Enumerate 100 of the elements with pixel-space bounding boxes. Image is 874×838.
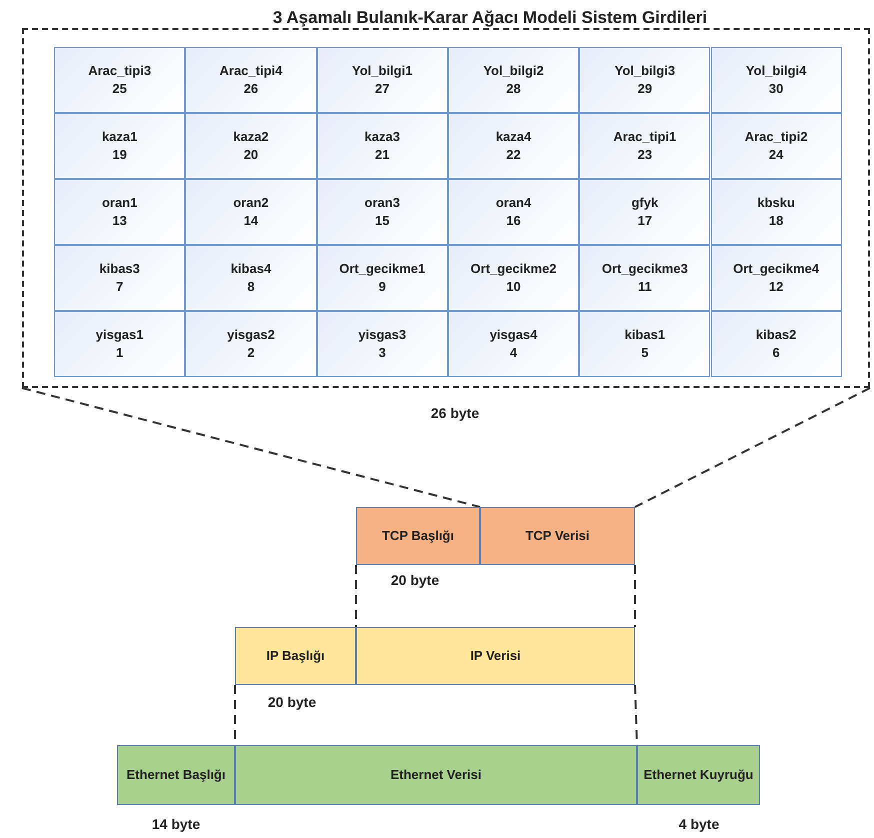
table-cell [710, 311, 842, 377]
variable-name: Ort_gecikme4 [733, 260, 820, 278]
variable-number: 19 [112, 146, 127, 164]
variable-name: oran4 [496, 194, 532, 212]
variable-name: kibas2 [756, 326, 796, 344]
variable-name: Yol_bilgi4 [746, 62, 806, 80]
variable-number: 30 [768, 80, 784, 98]
packet-field [480, 507, 635, 565]
table-cell [448, 311, 580, 377]
table-cell [579, 245, 710, 311]
variable-name: kaza4 [496, 128, 532, 146]
variable-name: Arac_tipi3 [88, 62, 152, 80]
variable-number: 21 [375, 146, 390, 164]
table-cell [54, 245, 186, 311]
field-label: TCP Başlığı [382, 527, 454, 545]
packet-field [117, 745, 235, 805]
field-label: IP Başlığı [266, 647, 325, 665]
variable-number: 4 [510, 344, 518, 362]
field-label: Ethernet Kuyruğu [644, 766, 754, 784]
variable-number: 28 [506, 80, 521, 98]
field-label: Ethernet Başlığı [126, 766, 226, 784]
variable-name: Yol_bilgi3 [614, 62, 676, 80]
byte-size-label: 4 byte [678, 816, 720, 832]
packet-field [235, 745, 637, 805]
variable-number: 11 [638, 278, 652, 296]
variable-number: 12 [768, 278, 784, 296]
table-cell [316, 113, 448, 179]
variable-number: 26 [244, 80, 258, 98]
variable-name: kibas4 [230, 260, 272, 278]
variable-name: Yol_bilgi2 [483, 62, 544, 80]
variable-number: 23 [638, 146, 652, 164]
variable-name: yisgas4 [490, 326, 538, 344]
projection-line [634, 565, 636, 627]
table-cell [316, 179, 448, 245]
variable-name: kaza2 [233, 128, 269, 146]
table-cell [579, 311, 710, 377]
variable-name: oran1 [102, 194, 138, 212]
table-cell [579, 47, 710, 113]
byte-size-label: 14 byte [152, 816, 200, 832]
field-label: IP Verisi [470, 647, 521, 665]
variable-number: 1 [116, 344, 124, 362]
table-cell [710, 245, 842, 311]
variable-number: 2 [247, 344, 255, 362]
variable-number: 24 [768, 146, 784, 164]
packet-field [356, 627, 635, 685]
variable-number: 17 [638, 212, 652, 230]
table-cell [185, 113, 317, 179]
variable-name: yisgas2 [227, 326, 275, 344]
variable-name: gfyk [631, 194, 658, 212]
projection-line [634, 387, 870, 508]
variable-number: 6 [772, 344, 780, 362]
table-cell [448, 179, 580, 245]
variable-name: Ort_gecikme2 [470, 260, 557, 278]
table-cell [710, 113, 842, 179]
projection-line [355, 565, 357, 627]
byte-size-label: 26 byte [430, 405, 480, 421]
table-cell [710, 179, 842, 245]
variable-number: 15 [375, 212, 390, 230]
variable-name: oran3 [364, 194, 400, 212]
table-cell [54, 47, 186, 113]
table-cell [54, 113, 186, 179]
diagram-title: 3 Aşamalı Bulanık-Karar Ağacı Modeli Sistem Girdileri [272, 8, 708, 28]
packet-field [356, 507, 480, 565]
variable-name: Ort_gecikme1 [339, 260, 426, 278]
projection-line [22, 387, 480, 508]
byte-size-label: 20 byte [268, 694, 316, 710]
variable-number: 16 [506, 212, 521, 230]
field-label: TCP Verisi [525, 527, 590, 545]
table-cell [448, 47, 580, 113]
table-cell [579, 113, 710, 179]
variable-name: Ort_gecikme3 [602, 260, 688, 278]
table-cell [448, 113, 580, 179]
table-cell [185, 311, 317, 377]
variable-number: 25 [112, 80, 127, 98]
field-label: Ethernet Verisi [390, 766, 482, 784]
table-cell [316, 47, 448, 113]
variable-number: 18 [768, 212, 784, 230]
variable-number: 13 [112, 212, 127, 230]
variable-name: oran2 [233, 194, 269, 212]
variable-name: Arac_tipi1 [613, 128, 676, 146]
table-cell [185, 47, 317, 113]
variable-number: 27 [375, 80, 390, 98]
variable-number: 10 [506, 278, 521, 296]
table-cell [185, 245, 317, 311]
variable-name: kaza3 [364, 128, 400, 146]
table-cell [316, 311, 448, 377]
variable-number: 9 [378, 278, 386, 296]
variable-name: kibas3 [99, 260, 140, 278]
variable-name: yisgas3 [358, 326, 406, 344]
variable-number: 14 [244, 212, 258, 230]
packet-field [235, 627, 356, 685]
variable-name: kibas1 [624, 326, 666, 344]
variable-number: 8 [247, 278, 255, 296]
packet-field [637, 745, 760, 805]
variable-name: yisgas1 [96, 326, 144, 344]
table-cell [448, 245, 580, 311]
variable-name: Arac_tipi4 [220, 62, 282, 80]
variable-number: 29 [638, 80, 652, 98]
table-cell [710, 47, 842, 113]
variable-name: kaza1 [102, 128, 138, 146]
